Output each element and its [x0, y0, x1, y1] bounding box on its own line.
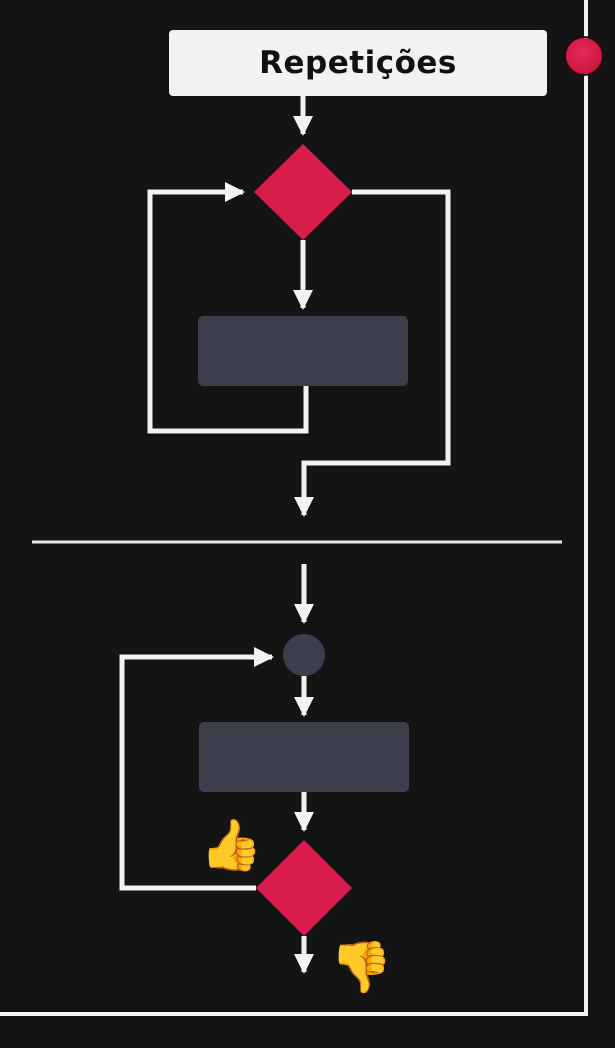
while-exit-line	[294, 189, 451, 517]
while-decision-diamond	[254, 144, 352, 240]
frame-bottom-border	[0, 1012, 588, 1016]
title-box: Repetições	[169, 30, 547, 96]
do-while-process-box	[199, 722, 409, 792]
record-dot-icon	[566, 38, 602, 74]
merge-node	[283, 634, 325, 676]
frame-right-border	[584, 0, 588, 1016]
do-while-decision-diamond	[256, 840, 352, 936]
thumbs-down-icon: 👎	[330, 938, 393, 996]
while-process-box	[198, 316, 408, 386]
do-while-loop-back-line	[119, 647, 274, 891]
while-loop-back-line	[147, 182, 309, 434]
page-title: Repetições	[259, 45, 457, 81]
thumbs-up-icon: 👍	[200, 816, 263, 874]
